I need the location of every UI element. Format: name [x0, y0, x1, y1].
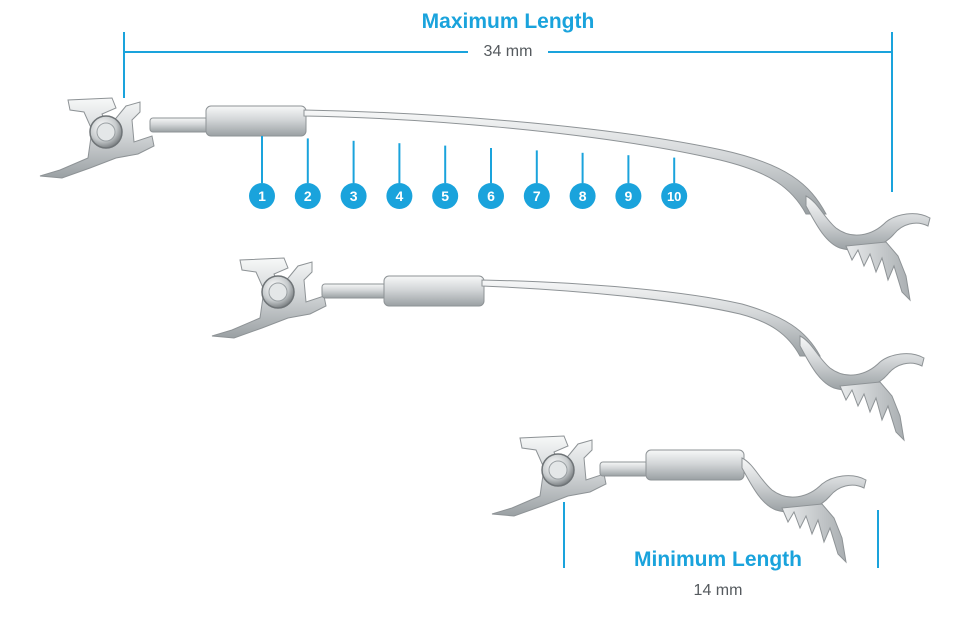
marker-group: 1 2 3 4 5 6 7 8 9 10: [249, 136, 688, 209]
min-dimension: [563, 502, 879, 568]
marker-circle-8: [569, 183, 596, 209]
marker-label-7: 7: [533, 188, 541, 204]
marker-circle-10: [661, 183, 688, 209]
distractor-min: [491, 435, 867, 563]
clamp-min: [491, 435, 607, 517]
hook-min: [741, 457, 867, 563]
clamp-mid: [211, 257, 327, 339]
marker-label-10: 10: [667, 189, 681, 204]
max-length-value: 34 mm: [483, 43, 533, 60]
distractor-max: [39, 97, 931, 301]
max-length-title: Maximum Length: [421, 10, 595, 33]
marker-circle-1: [249, 183, 275, 209]
marker-label-4: 4: [396, 188, 404, 204]
marker-circle-7: [523, 183, 550, 209]
shaft-mid: [321, 283, 387, 299]
hook-mid: [799, 335, 925, 441]
min-length-value: 14 mm: [693, 582, 743, 599]
min-length-title: Minimum Length: [634, 548, 802, 571]
marker-circle-2: [294, 183, 321, 209]
marker-circle-3: [340, 183, 367, 209]
sleeve-max: [205, 105, 307, 137]
marker-label-5: 5: [441, 188, 449, 204]
marker-label-2: 2: [304, 188, 312, 204]
rail-max: [303, 109, 827, 215]
marker-label-9: 9: [625, 188, 633, 204]
shaft-max: [149, 117, 209, 133]
marker-label-8: 8: [579, 188, 587, 204]
marker-circle-4: [386, 183, 413, 209]
max-dimension: [123, 32, 893, 192]
marker-circle-9: [615, 183, 642, 209]
shaft-min: [599, 461, 649, 477]
marker-label-3: 3: [350, 188, 358, 204]
marker-circle-5: [432, 183, 459, 209]
marker-label-6: 6: [487, 188, 495, 204]
rail-mid: [481, 279, 821, 357]
sleeve-mid: [383, 275, 485, 307]
marker-label-1: 1: [258, 188, 266, 204]
clamp-max: [39, 97, 155, 179]
sleeve-min: [645, 449, 745, 481]
distractor-mid: [211, 257, 925, 441]
marker-circle-6: [478, 183, 504, 209]
